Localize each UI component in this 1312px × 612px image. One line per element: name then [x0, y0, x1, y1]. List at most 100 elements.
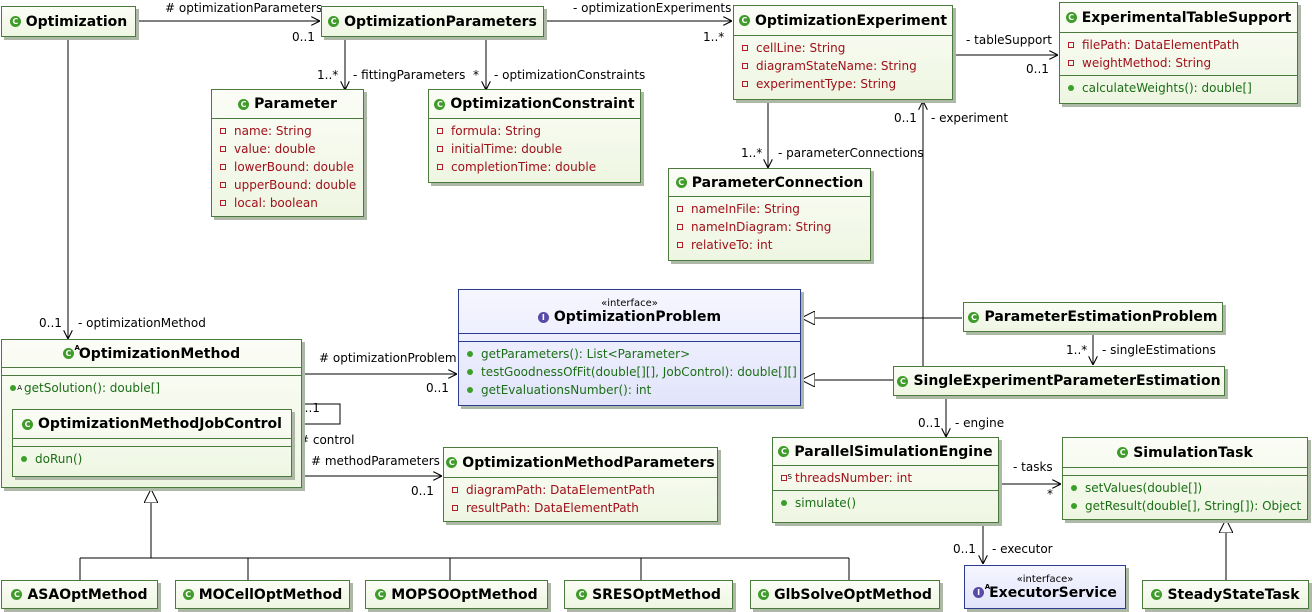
class-icon: C	[22, 418, 34, 430]
optimization-parameters-role: # optimizationParameters	[165, 1, 323, 15]
public-operation-icon	[467, 369, 473, 375]
attributes-section	[13, 439, 291, 447]
public-operation-icon	[781, 500, 787, 506]
class-name: ASAOptMethod	[27, 586, 148, 603]
class-name: MOCellOptMethod	[198, 586, 343, 603]
operation-row: getResult(double[], String[]): Object	[1063, 497, 1307, 515]
operation-row: getParameters(): List<Parameter>	[459, 345, 800, 363]
private-attribute-icon	[437, 146, 443, 152]
single-estimations-mult: 1..*	[1066, 343, 1088, 357]
class-name: OptimizationProblem	[553, 309, 722, 325]
attributes-section	[1063, 468, 1307, 476]
attribute-row: value: double	[212, 140, 363, 158]
public-operation-icon	[1071, 503, 1077, 509]
attribute-row: cellLine: String	[734, 39, 952, 57]
class-optimization-parameters[interactable]: C OptimizationParameters	[321, 6, 544, 37]
operations-section: getParameters(): List<Parameter> testGoo…	[459, 342, 800, 402]
private-attribute-icon	[220, 128, 226, 134]
executor-role: - executor	[992, 542, 1053, 556]
class-single-experiment-parameter-estimation[interactable]: C SingleExperimentParameterEstimation	[893, 366, 1225, 396]
tasks-role: - tasks	[1013, 460, 1053, 474]
class-name: SimulationTask	[1133, 444, 1253, 461]
optimization-constraints-mult: *	[473, 68, 479, 82]
attributes-section: filePath: DataElementPath weightMethod: …	[1060, 33, 1297, 76]
private-attribute-icon	[220, 200, 226, 206]
class-icon: C	[9, 16, 21, 27]
experiment-mult: 0..1	[894, 111, 917, 125]
class-name: ParameterConnection	[691, 174, 864, 191]
single-estimations-role: - singleEstimations	[1102, 343, 1216, 357]
attribute-row: local: boolean	[212, 194, 363, 212]
class-parameter-estimation-problem[interactable]: C ParameterEstimationProblem	[963, 302, 1223, 332]
attribute-row: upperBound: double	[212, 176, 363, 194]
class-name: OptimizationParameters	[344, 13, 537, 30]
class-name: MOPSOOptMethod	[391, 586, 538, 603]
class-name: ExecutorService	[989, 584, 1117, 601]
attribute-row: formula: String	[429, 122, 640, 140]
operations-section: doRun()	[13, 447, 291, 471]
attribute-row: nameInDiagram: String	[669, 218, 870, 236]
control-mult: 0..1	[297, 401, 320, 415]
private-attribute-icon	[220, 164, 226, 170]
public-operation-icon	[1068, 85, 1074, 91]
engine-mult: 0..1	[918, 416, 941, 430]
attribute-row: filePath: DataElementPath	[1060, 36, 1297, 54]
experiment-role: - experiment	[931, 111, 1009, 125]
private-attribute-icon	[437, 164, 443, 170]
class-name: SingleExperimentParameterEstimation	[913, 373, 1221, 389]
public-operation-icon	[21, 456, 27, 462]
private-attribute-icon	[437, 128, 443, 134]
table-support-mult: 0..1	[1026, 62, 1049, 76]
private-attribute-icon	[742, 81, 748, 87]
attribute-row: diagramStateName: String	[734, 57, 952, 75]
class-name: ParameterEstimationProblem	[984, 309, 1218, 325]
class-icon: C	[328, 16, 340, 27]
private-attribute-icon	[677, 242, 683, 248]
attribute-row: relativeTo: int	[669, 236, 870, 254]
optimization-problem-role: # optimizationProblem	[319, 351, 457, 365]
class-icon: C	[758, 589, 770, 600]
attributes-section: diagramPath: DataElementPath resultPath:…	[444, 478, 717, 520]
operation-row: getEvaluationsNumber(): int	[459, 381, 800, 399]
stereotype-label: «interface»	[601, 298, 658, 309]
operation-row: calculateWeights(): double[]	[1060, 79, 1297, 97]
class-icon: C	[434, 98, 446, 110]
optimization-method-role: - optimizationMethod	[78, 316, 206, 330]
private-attribute-icon	[1068, 60, 1074, 66]
class-name: OptimizationMethod	[78, 345, 241, 362]
class-icon: C	[1065, 12, 1077, 23]
attribute-row: weightMethod: String	[1060, 54, 1297, 72]
class-name: ParallelSimulationEngine	[794, 443, 993, 460]
class-name: ExperimentalTableSupport	[1081, 9, 1292, 26]
class-experimental-table-support[interactable]: C ExperimentalTableSupport filePath: Data…	[1059, 2, 1298, 104]
attribute-row: initialTime: double	[429, 140, 640, 158]
class-icon: C	[897, 375, 909, 387]
class-icon: C	[968, 311, 980, 323]
parameter-connections-role: - parameterConnections	[778, 146, 924, 160]
operation-row: doRun()	[13, 450, 291, 468]
private-attribute-icon	[452, 505, 458, 511]
public-operation-icon	[1071, 485, 1077, 491]
class-icon: C	[576, 589, 588, 600]
executor-mult: 0..1	[953, 542, 976, 556]
